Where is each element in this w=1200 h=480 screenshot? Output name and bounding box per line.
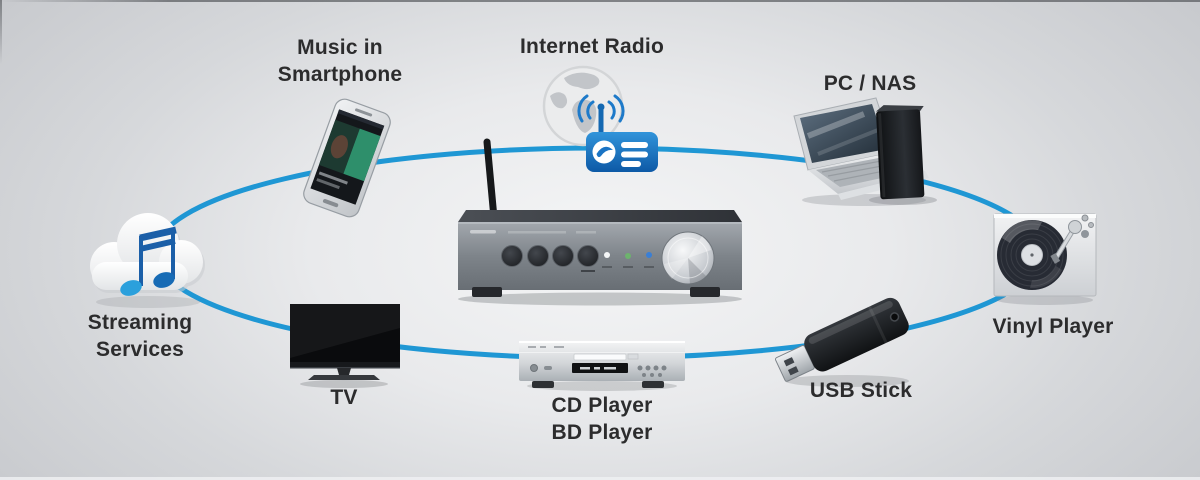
bottom-border-line — [0, 477, 1200, 480]
label-cd-bd-player: CD Player BD Player — [551, 392, 652, 446]
label-pc-nas: PC / NAS — [824, 70, 917, 97]
label-music-in-smartphone: Music in Smartphone — [278, 34, 403, 88]
label-line: Services — [95, 338, 184, 361]
label-line: Music in — [297, 36, 383, 59]
cd-player-icon — [514, 334, 690, 397]
label-line: Internet Radio — [520, 35, 664, 58]
cloud-music-icon — [76, 200, 221, 317]
tonearm — [1050, 220, 1089, 264]
label-streaming-services: Streaming Services — [88, 309, 193, 363]
input-buttons — [501, 245, 599, 272]
label-tv: TV — [330, 384, 357, 411]
label-line: PC / NAS — [823, 72, 917, 95]
wifi-waves-icon — [577, 94, 625, 123]
left-border-line — [0, 0, 2, 64]
volume-knob — [661, 231, 715, 285]
music-note-icon — [120, 226, 177, 296]
label-line: Smartphone — [277, 63, 403, 86]
radio-icon — [586, 103, 658, 172]
nas-icon — [856, 100, 940, 213]
streaming-amplifier-icon — [450, 128, 750, 313]
label-line: USB Stick — [809, 379, 913, 402]
turntable-icon — [990, 208, 1104, 311]
tv-icon — [284, 298, 406, 395]
label-usb-stick: USB Stick — [810, 377, 912, 404]
top-border-line — [0, 0, 1200, 2]
label-line: BD Player — [551, 421, 653, 444]
smartphone-icon — [288, 96, 406, 225]
label-line: Streaming — [87, 311, 193, 334]
status-leds — [602, 252, 654, 268]
usb-stick-icon — [763, 288, 931, 397]
label-internet-radio: Internet Radio — [520, 33, 664, 60]
label-line: CD Player — [551, 394, 653, 417]
label-line: Vinyl Player — [992, 315, 1114, 338]
label-line: TV — [330, 386, 358, 409]
internet-radio-icon — [534, 58, 670, 189]
label-vinyl-player: Vinyl Player — [992, 313, 1113, 340]
